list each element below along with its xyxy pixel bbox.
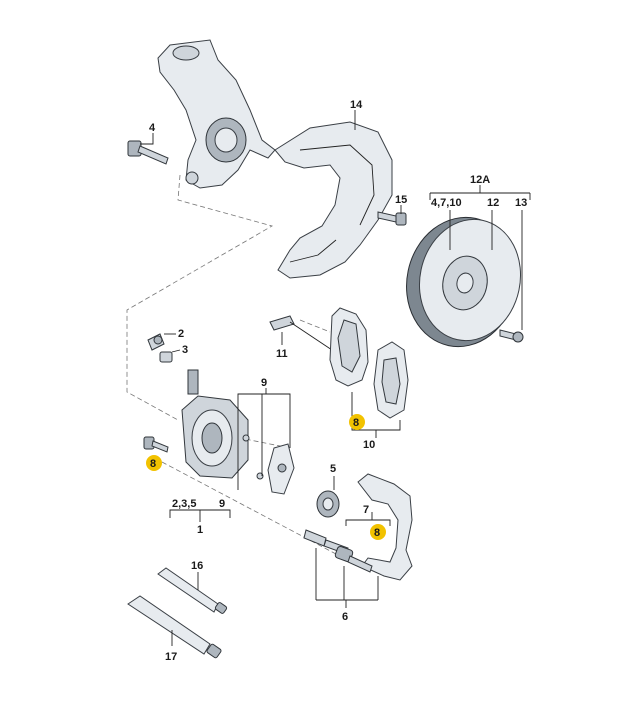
splash-shield-14 — [274, 121, 393, 279]
label-9-bottom: 9 — [219, 498, 225, 510]
label-4: 4 — [149, 122, 156, 134]
label-2: 2 — [178, 328, 184, 340]
leader-3 — [171, 349, 181, 353]
guide-pin-set-6 — [303, 529, 373, 573]
bolt-15 — [377, 211, 407, 226]
label-8-caliper: 8 — [150, 458, 156, 470]
label-14: 14 — [350, 99, 363, 111]
highlight-8-pads — [349, 414, 365, 430]
label-3: 3 — [182, 344, 188, 356]
label-9-top: 9 — [261, 377, 267, 389]
label-15: 15 — [395, 194, 407, 206]
leader-4 — [140, 133, 154, 145]
bracket-9 — [237, 388, 291, 490]
bracket-7 — [345, 512, 391, 526]
label-8-pads: 8 — [353, 417, 359, 429]
label-1: 1 — [197, 524, 203, 536]
label-13: 13 — [515, 197, 527, 209]
bolt-8-caliper — [143, 436, 169, 453]
label-5: 5 — [330, 463, 336, 475]
label-2-3-5: 2,3,5 — [172, 498, 196, 510]
label-6: 6 — [342, 611, 348, 623]
bushing-5 — [316, 490, 340, 518]
highlight-8-caliper — [146, 455, 162, 471]
label-10: 10 — [363, 439, 375, 451]
label-12a: 12A — [470, 174, 490, 186]
screw-13 — [499, 329, 524, 343]
brake-rotor-12 — [406, 216, 522, 348]
label-12a-group: 4,7,10 — [431, 197, 462, 209]
bracket-6 — [315, 548, 379, 608]
cap-3 — [159, 351, 173, 363]
grease-tube-17 — [127, 595, 222, 659]
label-7: 7 — [363, 504, 369, 516]
bolt-4 — [127, 140, 169, 165]
steering-knuckle — [157, 39, 276, 189]
caliper-clip-9 — [242, 434, 295, 495]
caliper-carrier-7 — [357, 473, 413, 581]
wear-sensor-11 — [269, 315, 333, 351]
bracket-10 — [351, 392, 401, 438]
label-16: 16 — [191, 560, 203, 572]
label-11: 11 — [276, 348, 288, 360]
highlight-8-carrier — [370, 524, 386, 540]
label-12: 12 — [487, 197, 499, 209]
label-8-carrier: 8 — [374, 527, 380, 539]
bracket-12a — [429, 185, 531, 330]
bracket-1 — [169, 509, 231, 522]
grease-tube-16 — [157, 567, 228, 614]
brake-caliper-1 — [181, 369, 249, 479]
label-17: 17 — [165, 651, 177, 663]
brake-pad-set-10 — [329, 307, 409, 419]
bleeder-valve-2 — [147, 333, 165, 351]
